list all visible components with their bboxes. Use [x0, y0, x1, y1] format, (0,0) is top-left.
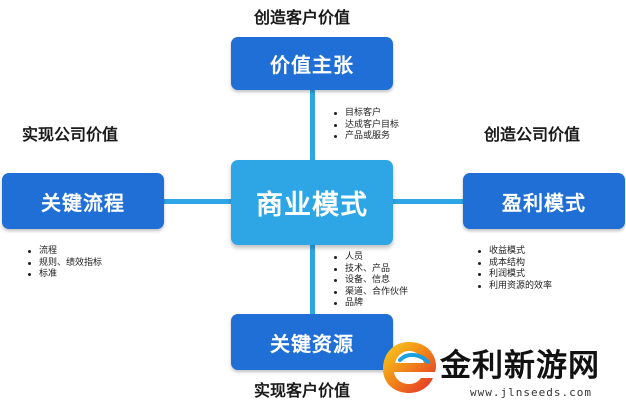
profit-model-box: 盈利模式: [463, 173, 625, 229]
list-item: 达成客户目标: [332, 120, 399, 132]
key-process-label: 关键流程: [41, 190, 125, 215]
list-item: 成本结构: [476, 258, 552, 270]
connector-right: [392, 199, 464, 204]
watermark-brand: 金利新游网: [440, 348, 600, 384]
list-item: 渠道、合作伙伴: [332, 287, 408, 299]
connector-left: [164, 199, 236, 204]
business-model-label: 商业模式: [256, 190, 368, 221]
list-item: 流程: [26, 246, 102, 258]
top-heading: 创造客户价值: [254, 8, 351, 27]
left-bullet-list: 流程 规则、绩效指标 标准: [26, 246, 102, 281]
top-bullet-list: 目标客户 达成客户目标 产品或服务: [332, 108, 399, 143]
right-bullet-list: 收益模式 成本结构 利润模式 利用资源的效率: [476, 246, 552, 292]
list-item: 利润模式: [476, 269, 552, 281]
key-process-box: 关键流程: [2, 173, 164, 229]
profit-model-label: 盈利模式: [502, 190, 586, 215]
list-item: 技术、产品: [332, 264, 408, 276]
business-model-box: 商业模式: [231, 160, 393, 245]
value-proposition-box: 价值主张: [231, 37, 393, 90]
connector-top: [310, 90, 315, 162]
list-item: 标准: [26, 269, 102, 281]
right-heading: 创造公司价值: [484, 125, 581, 144]
key-resources-box: 关键资源: [231, 314, 393, 370]
list-item: 品牌: [332, 298, 408, 310]
watermark-logo-icon: [383, 342, 436, 393]
key-resources-label: 关键资源: [270, 331, 354, 356]
list-item: 设备、信息: [332, 275, 408, 287]
bottom-bullet-list: 人员 技术、产品 设备、信息 渠道、合作伙伴 品牌: [332, 252, 408, 310]
list-item: 收益模式: [476, 246, 552, 258]
list-item: 目标客户: [332, 108, 399, 120]
value-proposition-label: 价值主张: [270, 53, 354, 77]
bottom-heading: 实现客户价值: [254, 381, 351, 400]
list-item: 利用资源的效率: [476, 281, 552, 293]
list-item: 产品或服务: [332, 131, 399, 143]
list-item: 规则、绩效指标: [26, 258, 102, 270]
list-item: 人员: [332, 252, 408, 264]
watermark-url: www.jlnseeds.com: [470, 386, 592, 399]
left-heading: 实现公司价值: [22, 125, 119, 144]
connector-bottom: [310, 244, 315, 316]
